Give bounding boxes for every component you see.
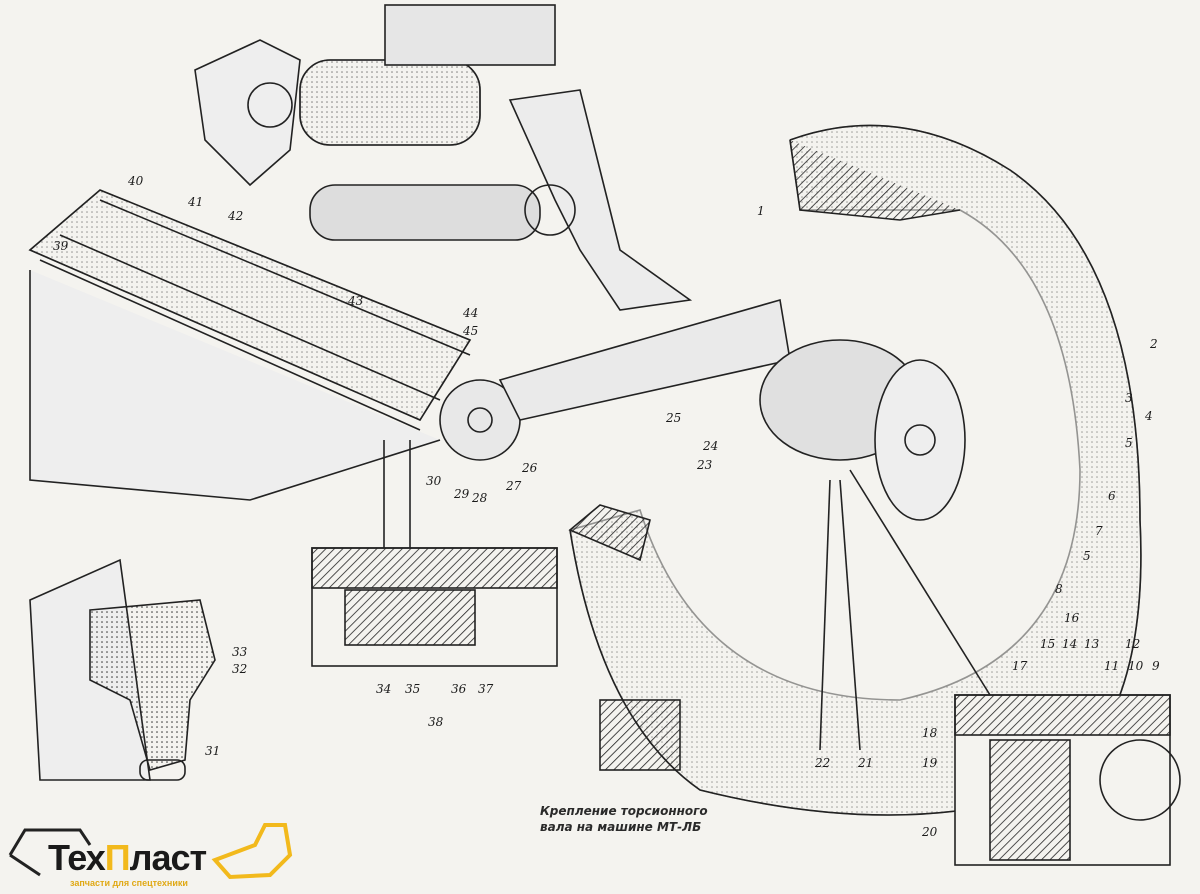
part-number-label: 11	[1104, 659, 1120, 673]
shock-absorber	[194, 4, 693, 311]
part-number-label: 8	[1055, 582, 1063, 596]
part-number-label: 40	[128, 174, 144, 188]
part-number-label: 15	[1040, 637, 1056, 651]
road-wheel	[568, 124, 1142, 816]
part-number-label: 19	[922, 756, 938, 770]
part-number-label: 30	[426, 474, 442, 488]
part-number-label: 35	[405, 682, 421, 696]
caption-line-1: Крепление торсионного	[540, 804, 708, 818]
part-number-label: 17	[1012, 659, 1028, 673]
part-number-label: 29	[454, 487, 470, 501]
section-view-9-20	[954, 694, 1181, 866]
caption-line-2: вала на машине МТ-ЛБ	[540, 820, 702, 834]
part-number-label: 43	[348, 294, 364, 308]
part-number-label: 3	[1125, 391, 1133, 405]
part-number-label: 2	[1150, 337, 1158, 351]
part-number-label: 6	[1108, 489, 1116, 503]
logo-name-part: П	[104, 837, 131, 878]
section-view-34-38	[311, 440, 558, 667]
part-number-label: 25	[666, 411, 682, 425]
part-number-label: 26	[522, 461, 538, 475]
part-number-label: 44	[463, 306, 479, 320]
part-number-label: 21	[858, 756, 874, 770]
part-number-label: 10	[1128, 659, 1144, 673]
part-number-label: 39	[53, 239, 69, 253]
part-number-label: 22	[815, 756, 831, 770]
techplast-logo: ТехПласт запчасти для спецтехники	[0, 815, 320, 890]
part-number-label: 12	[1125, 637, 1141, 651]
part-number-label: 41	[188, 195, 204, 209]
part-number-label: 42	[228, 209, 244, 223]
figure-caption: Крепление торсионного вала на машине МТ-…	[540, 803, 708, 835]
part-number-label: 33	[232, 645, 248, 659]
mt-lb-mount-detail	[599, 699, 681, 771]
part-number-label: 5	[1083, 549, 1091, 563]
part-number-label: 7	[1095, 524, 1103, 538]
part-number-label: 27	[506, 479, 522, 493]
part-number-label: 18	[922, 726, 938, 740]
excavator-icon	[8, 823, 293, 880]
road-wheel-hub	[759, 339, 966, 521]
part-number-label: 13	[1084, 637, 1100, 651]
part-number-label: 36	[451, 682, 467, 696]
part-number-label: 38	[428, 715, 444, 729]
part-number-label: 23	[697, 458, 713, 472]
part-number-label: 4	[1145, 409, 1153, 423]
logo-name: ТехПласт	[48, 837, 208, 879]
part-number-label: 5	[1125, 436, 1133, 450]
balancer-arm	[498, 298, 791, 421]
logo-tagline: запчасти для спецтехники	[70, 878, 188, 888]
part-number-label: 1	[757, 204, 765, 218]
part-number-label: 9	[1152, 659, 1160, 673]
logo-name-part: Тех	[48, 837, 106, 878]
logo-name-part: ласт	[129, 837, 208, 878]
part-number-label: 28	[472, 491, 488, 505]
part-number-label: 31	[205, 744, 221, 758]
part-number-label: 34	[376, 682, 392, 696]
part-number-label: 16	[1064, 611, 1080, 625]
torsion-shafts	[28, 189, 521, 501]
torsion-shaft-mount	[29, 558, 216, 781]
part-number-label: 32	[232, 662, 248, 676]
part-number-label: 14	[1062, 637, 1078, 651]
part-number-label: 45	[463, 324, 479, 338]
part-number-label: 24	[703, 439, 719, 453]
part-number-label: 20	[922, 825, 938, 839]
part-number-label: 37	[478, 682, 494, 696]
